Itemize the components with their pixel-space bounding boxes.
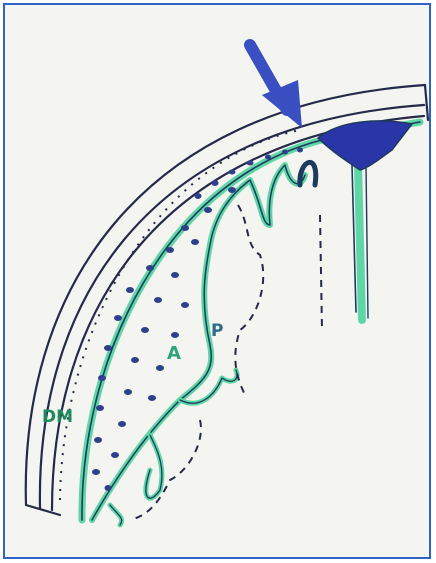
label-p: P bbox=[211, 321, 223, 341]
arrow-down-right-icon bbox=[250, 45, 302, 128]
label-a: A bbox=[167, 343, 181, 364]
sagittal-sinus bbox=[318, 121, 412, 170]
membrane-lines bbox=[82, 122, 420, 525]
dashed-contour-lower bbox=[130, 420, 201, 520]
falx-green bbox=[358, 165, 362, 320]
dashed-contour-upper bbox=[235, 205, 263, 395]
dashed-vertical bbox=[320, 215, 322, 330]
dashed-contours bbox=[130, 205, 322, 520]
fold-near-sinus bbox=[300, 162, 316, 185]
cortex-outline-green bbox=[92, 165, 305, 520]
outer-edge-left bbox=[26, 505, 60, 515]
label-dm: DM bbox=[42, 407, 73, 427]
outer-edge-right bbox=[425, 85, 428, 120]
falx-dark-2 bbox=[366, 165, 368, 318]
